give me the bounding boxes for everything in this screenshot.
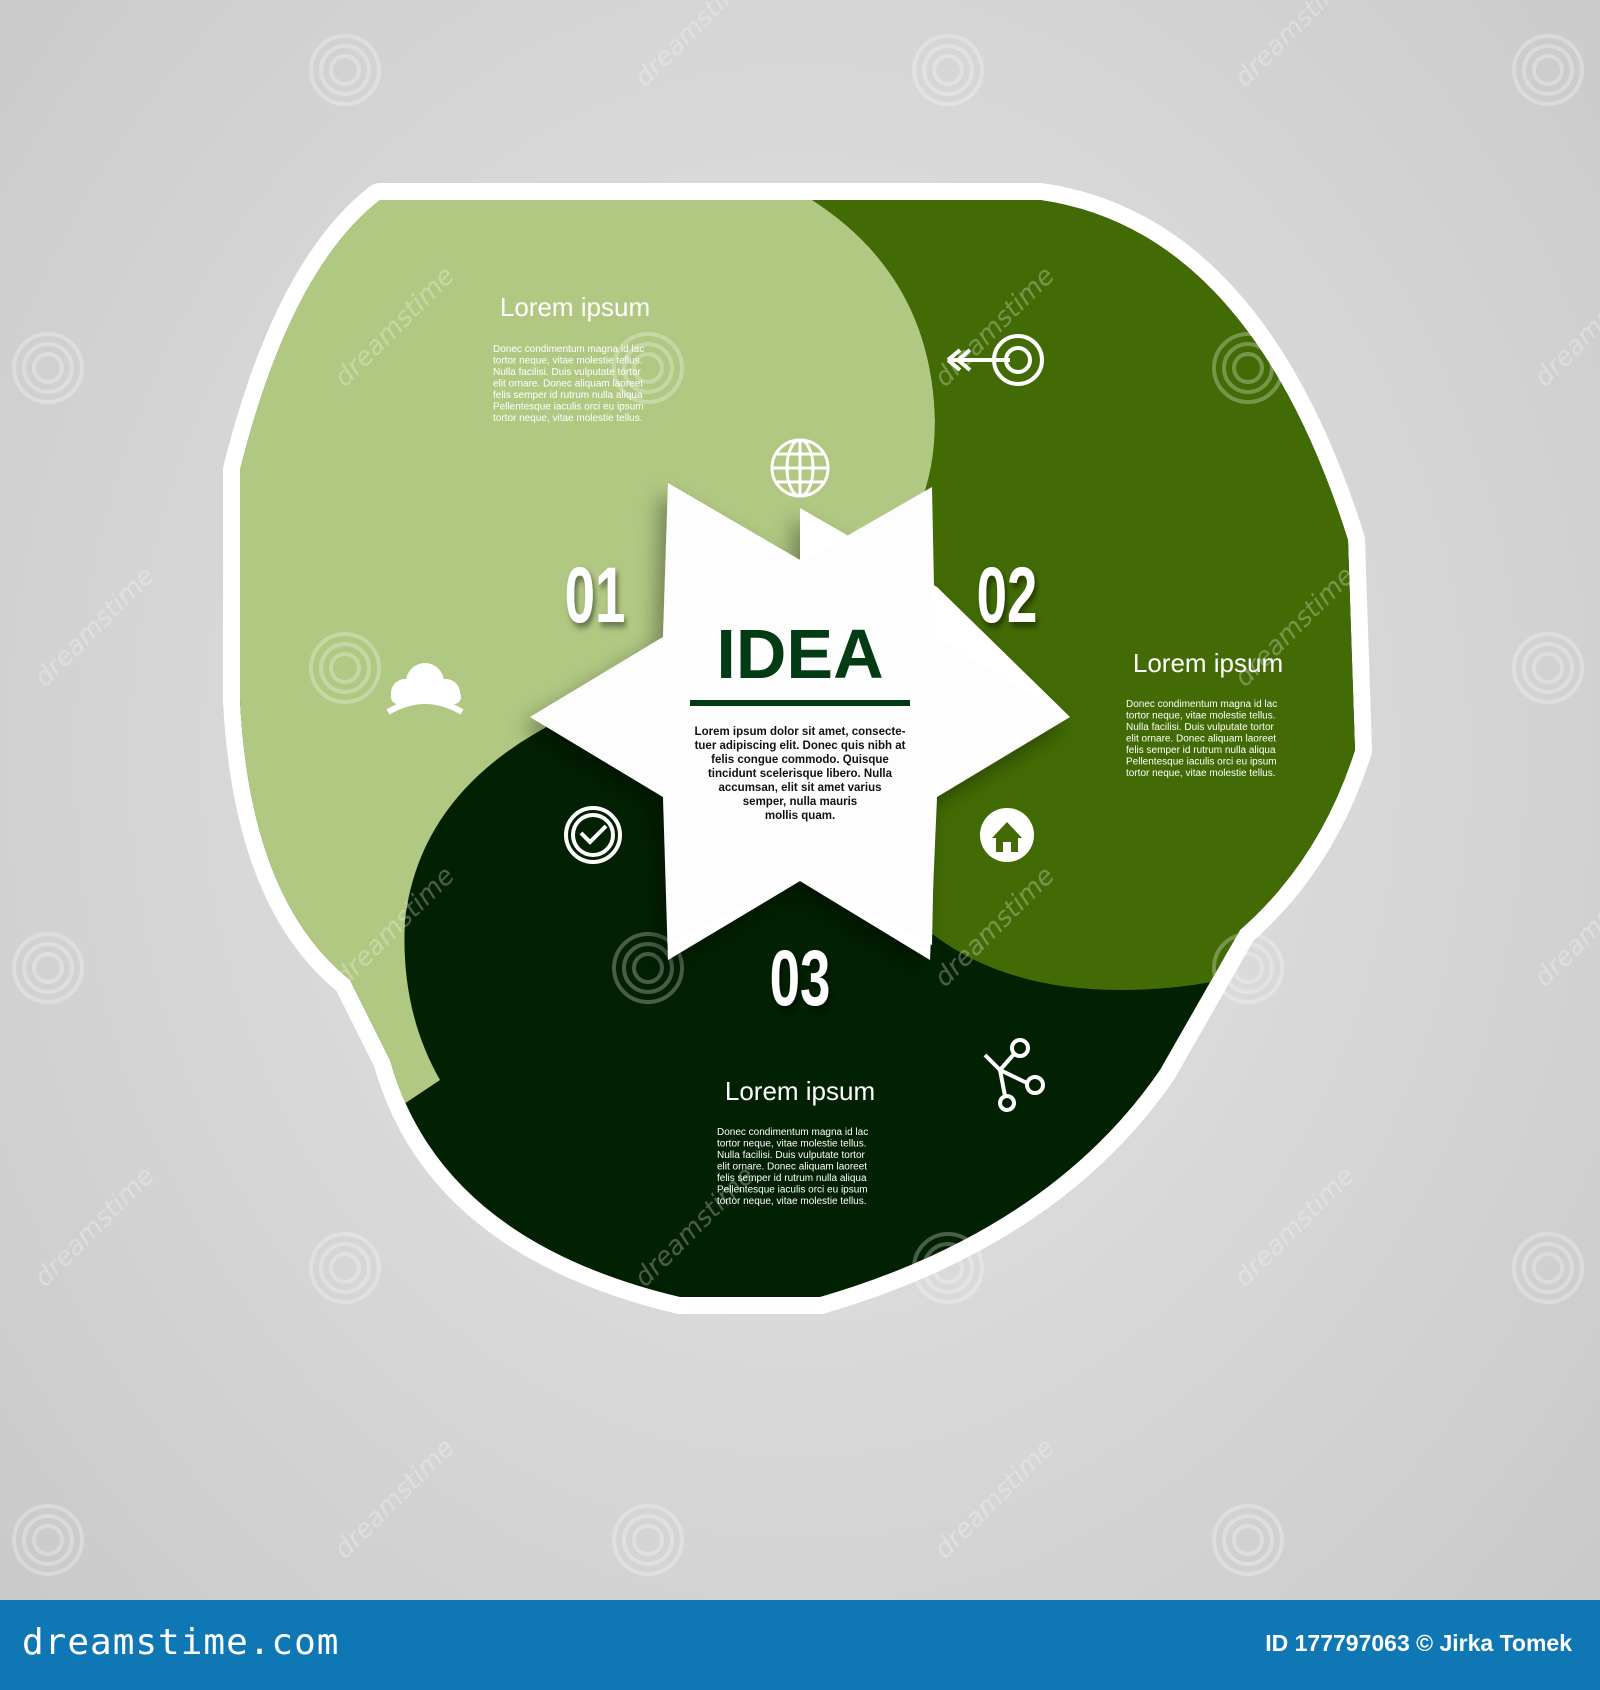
watermark-spiral — [612, 932, 684, 1004]
body-line: Nulla facilisi. Duis vulputate tortor — [717, 1150, 866, 1161]
body-line: tortor neque, vitae molestie tellus. — [493, 356, 643, 367]
body-line: Pellentesque iaculis orci eu ipsum — [1126, 757, 1277, 768]
body-line: semper, nulla mauris — [743, 796, 857, 808]
body-line: tortor neque, vitae molestie tellus. — [1126, 768, 1276, 779]
watermark-spiral — [1212, 1504, 1284, 1576]
watermark-spiral — [612, 1504, 684, 1576]
watermark-text: dreamstime — [1229, 0, 1361, 93]
watermark-spiral — [912, 1232, 984, 1304]
watermark-spiral — [12, 932, 84, 1004]
center-title-underline — [690, 700, 910, 706]
segment-3-number: 03 — [770, 935, 831, 1022]
body-line: tortor neque, vitae molestie tellus. — [1126, 711, 1276, 722]
watermark-spiral — [309, 632, 381, 704]
body-line: mollis quam. — [765, 810, 835, 822]
watermark-text: dreamstime — [629, 0, 761, 93]
body-line: felis semper id rutrum nulla aliqua — [493, 390, 643, 401]
watermark-spiral — [309, 1232, 381, 1304]
watermark-spiral — [1512, 34, 1584, 106]
segment-1-heading: Lorem ipsum — [500, 292, 650, 322]
body-line: elit ornare. Donec aliquam laoreet — [717, 1162, 867, 1173]
body-line: Nulla facilisi. Duis vulputate tortor — [1126, 722, 1275, 733]
share-icon — [983, 1038, 1045, 1112]
center-star-face — [532, 487, 1068, 945]
segment-2-heading: Lorem ipsum — [1133, 648, 1283, 678]
watermark-spiral — [12, 332, 84, 404]
body-line: tortor neque, vitae molestie tellus. — [493, 413, 643, 424]
segment-2-number: 02 — [977, 552, 1038, 639]
segment-1-number: 01 — [565, 552, 626, 639]
clock-icon — [564, 806, 622, 864]
body-line: Lorem ipsum dolor sit amet, consecte- — [695, 726, 906, 738]
body-line: Donec condimentum magna id lac — [1126, 699, 1277, 710]
watermark-text: dreamstime — [929, 1433, 1061, 1565]
watermark-text: dreamstime — [1529, 861, 1600, 993]
body-line: tortor neque, vitae molestie tellus. — [717, 1196, 867, 1207]
globe-icon — [770, 438, 830, 498]
body-line: Donec condimentum magna id lac — [717, 1127, 868, 1138]
body-line: accumsan, elit sit amet varius — [719, 782, 882, 794]
body-line: Pellentesque iaculis orci eu ipsum — [493, 402, 644, 413]
watermark-spiral — [1512, 632, 1584, 704]
watermark-text: dreamstime — [1229, 1161, 1361, 1293]
body-line: tuer adipiscing elit. Donec quis nibh at — [695, 740, 906, 752]
watermark-spiral — [612, 332, 684, 404]
segment-3-heading: Lorem ipsum — [725, 1076, 875, 1106]
body-line: elit ornare. Donec aliquam laoreet — [493, 379, 643, 390]
body-line: Nulla facilisi. Duis vulputate tortor — [493, 367, 642, 378]
footer-credit: ID 177797063 © Jirka Tomek — [1265, 1630, 1572, 1656]
watermark-text: dreamstime — [329, 1433, 461, 1565]
infographic-diagram: dreamstime dreamstime dreamstime dreamstime… — [12, 0, 1600, 1576]
watermark-spiral — [12, 1504, 84, 1576]
watermark-spiral — [309, 34, 381, 106]
target-arrow-icon — [946, 334, 1044, 386]
body-line: tortor neque, vitae molestie tellus. — [717, 1139, 867, 1150]
body-line: tincidunt scelerisque libero. Nulla — [708, 768, 893, 780]
body-line: Donec condimentum magna id lac — [493, 344, 644, 355]
body-line: felis semper id rutrum nulla aliqua — [717, 1173, 867, 1184]
watermark-spiral — [1212, 332, 1284, 404]
watermark-text: dreamstime — [29, 1161, 161, 1293]
body-line: felis semper id rutrum nulla aliqua — [1126, 745, 1276, 756]
cloud-icon — [386, 663, 464, 715]
body-line: Pellentesque iaculis orci eu ipsum — [717, 1185, 868, 1196]
center-title: IDEA — [716, 615, 883, 693]
center-body-text: Lorem ipsum dolor sit amet, consecte-tue… — [695, 726, 906, 822]
segment-1-shape — [240, 200, 935, 1120]
watermark-text: dreamstime — [1529, 261, 1600, 393]
watermark-spiral — [1212, 932, 1284, 1004]
watermark-spiral — [1512, 1232, 1584, 1304]
footer-brand[interactable]: dreamstime.com — [22, 1622, 340, 1663]
watermark-spiral — [912, 34, 984, 106]
home-icon — [980, 808, 1034, 862]
watermark-text: dreamstime — [29, 561, 161, 693]
body-line: felis congue commodo. Quisque — [711, 754, 889, 766]
footer-bar: dreamstime.com ID 177797063 © Jirka Tome… — [0, 1600, 1600, 1690]
body-line: elit ornare. Donec aliquam laoreet — [1126, 734, 1276, 745]
